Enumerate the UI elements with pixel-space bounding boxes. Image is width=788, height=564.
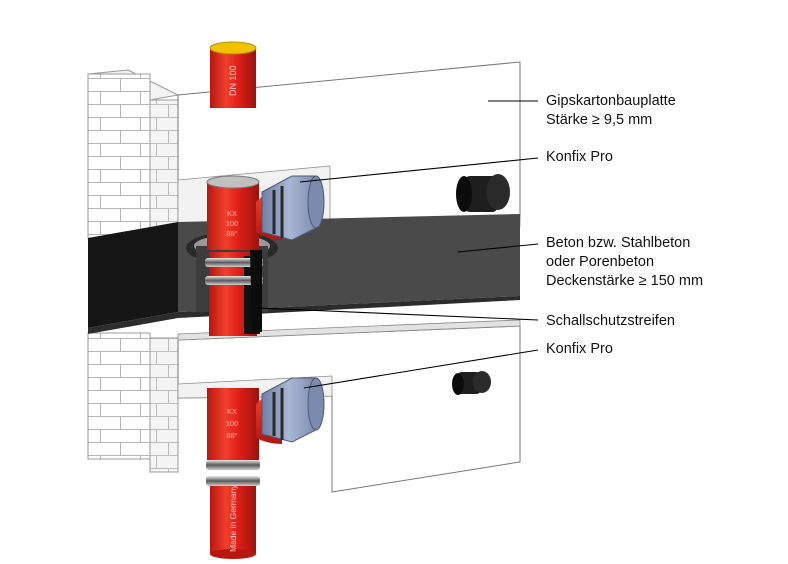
label-konfix-bottom: Konfix Pro [546,340,613,359]
label-konfix-top: Konfix Pro [546,148,613,167]
label-beton: Beton bzw. Stahlbeton oder Porenbeton De… [546,234,703,291]
brick-wall [87,69,180,473]
gypsum-board-lower [177,319,521,493]
leader-beton [457,243,539,253]
label-gipskarton: Gipskartonbauplatte Stärke ≥ 9,5 mm [546,92,676,130]
label-beton-line-2: oder Porenbeton [546,254,655,270]
sound-strip [250,250,262,332]
pipe-stub-lower-right [452,371,491,395]
fitting-lower-line-2: 100 [226,419,239,428]
fitting-upper-line-1: KX [227,209,237,218]
fitting-lower-line-3: 88° [226,431,237,440]
label-konfix-bottom-line-1: Konfix Pro [546,341,613,357]
label-konfix-top-line-1: Konfix Pro [546,149,613,165]
label-beton-line-3: Deckenstärke ≥ 150 mm [546,273,704,289]
label-schallschutz: Schallschutzstreifen [546,312,675,331]
konfix-coupling-upper [261,175,325,241]
pipe-stub-upper-right [456,174,510,212]
fitting-lower-line-1: KX [227,407,237,416]
leader-schallschutz [257,307,539,321]
label-gipskarton-line-2: Stärke ≥ 9,5 mm [546,112,653,128]
konfix-coupling-lower [261,377,325,443]
fitting-upper-line-2: 100 [226,219,239,228]
pipe-label-dn: DN 100 [228,65,238,96]
label-gipskarton-line-1: Gipskartonbauplatte [546,93,676,109]
leader-lines [257,100,539,389]
leader-konfix-top [299,157,539,183]
label-schallschutz-line-1: Schallschutzstreifen [546,313,675,329]
pipe-label-made-in: Made in Germany [228,484,238,552]
label-beton-line-1: Beton bzw. Stahlbeton [546,235,691,251]
leader-konfix-bottom [303,349,539,389]
pipe-lower: Made in Germany [206,460,260,559]
pipe-upper: DN 100 [209,41,257,108]
fitting-upper-line-3: 88° [226,229,237,238]
pipe-through-slab [205,252,263,336]
